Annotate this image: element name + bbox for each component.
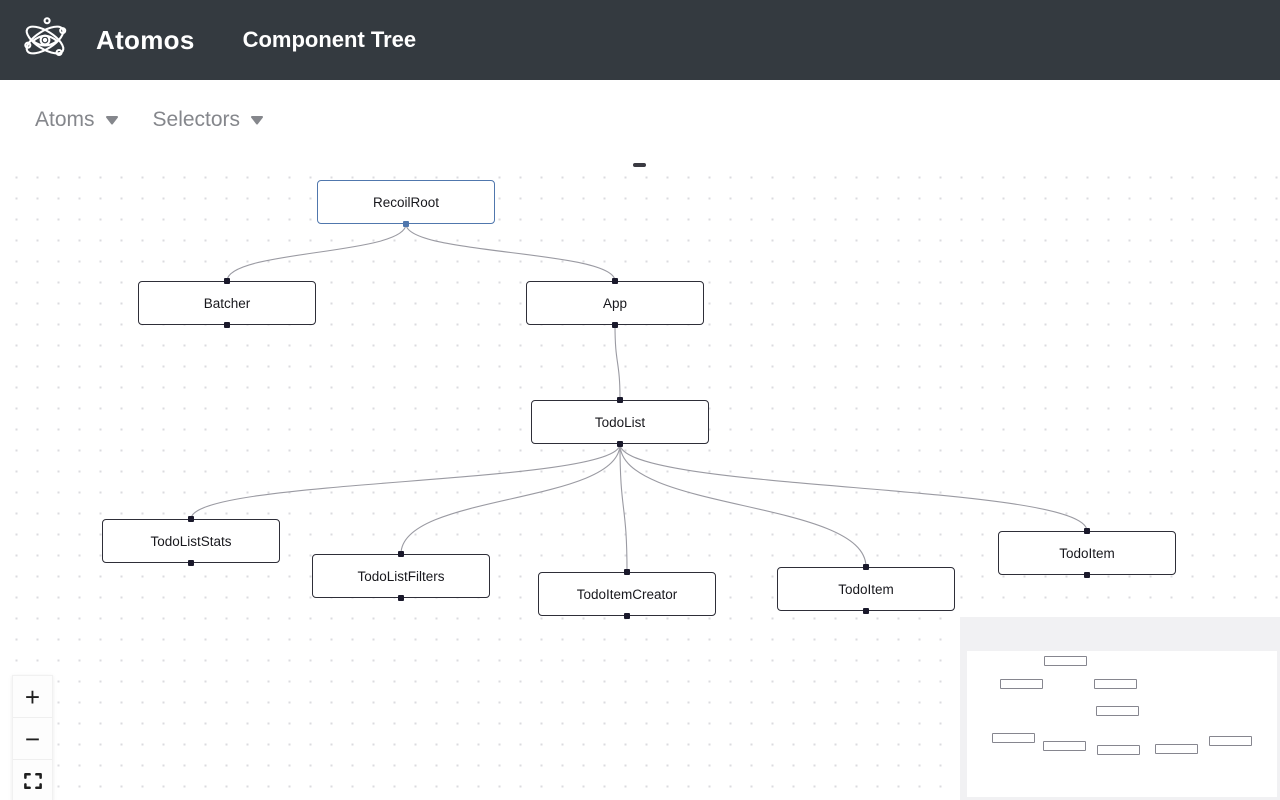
- app-header: Atomos Component Tree: [0, 0, 1280, 80]
- node-handle-top[interactable]: [1084, 528, 1090, 534]
- atom-logo-icon: [24, 17, 67, 57]
- node-handle-bottom[interactable]: [403, 221, 409, 227]
- minimap-viewport: [967, 651, 1277, 797]
- fit-view-icon: [23, 772, 42, 790]
- minimap-node-batcher: [1000, 679, 1043, 689]
- flow-edge-todolist-todoitem-1: [619, 443, 867, 568]
- minimap-node-todolistfilters: [1043, 741, 1086, 751]
- zoom-out-button[interactable]: −: [13, 718, 52, 760]
- minimap[interactable]: [960, 617, 1280, 800]
- app-title: Atomos: [96, 24, 195, 55]
- atoms-dropdown[interactable]: Atoms: [35, 108, 119, 132]
- page-title: Component Tree: [242, 27, 417, 52]
- minimap-node-todoliststats: [992, 733, 1035, 743]
- flow-node-todoitemcreator[interactable]: TodoItemCreator: [538, 569, 716, 619]
- atoms-dropdown-label: Atoms: [35, 108, 95, 131]
- flow-node-label: TodoItemCreator: [576, 586, 678, 602]
- zoom-in-button[interactable]: +: [13, 676, 52, 718]
- flow-node-todoitem-2[interactable]: TodoItem: [998, 528, 1176, 578]
- minimap-node-todoitemcreator: [1097, 745, 1140, 755]
- flow-edge-todolist-todoitem-2: [619, 443, 1088, 532]
- flow-edges-layer: [190, 223, 1088, 573]
- node-handle-bottom[interactable]: [398, 595, 404, 601]
- flow-edge-recoilroot-app: [405, 223, 616, 282]
- zoom-controls: + −: [12, 675, 53, 800]
- chevron-down-icon: [250, 115, 264, 125]
- node-handle-top[interactable]: [224, 278, 230, 284]
- flow-edge-todolist-todoliststats: [190, 443, 621, 520]
- flow-node-todoliststats[interactable]: TodoListStats: [102, 516, 280, 566]
- chevron-down-icon: [105, 115, 119, 125]
- flow-node-label: TodoItem: [1059, 545, 1115, 561]
- flow-edge-todolist-todolistfilters: [400, 443, 621, 555]
- flow-edge-todolist-todoitemcreator: [619, 443, 628, 573]
- fit-view-button[interactable]: [13, 760, 52, 800]
- node-handle-bottom[interactable]: [188, 560, 194, 566]
- minimap-node-recoilroot: [1044, 656, 1087, 666]
- flow-node-label: TodoItem: [838, 581, 894, 597]
- flow-node-recoilroot[interactable]: RecoilRoot: [317, 180, 495, 227]
- flow-node-label: TodoListStats: [150, 533, 232, 549]
- node-handle-top[interactable]: [398, 551, 404, 557]
- node-handle-bottom[interactable]: [863, 608, 869, 614]
- flow-node-label: TodoListFilters: [357, 568, 445, 584]
- node-handle-bottom[interactable]: [617, 441, 623, 447]
- flow-node-label: App: [602, 295, 628, 311]
- flow-node-todolist[interactable]: TodoList: [531, 397, 709, 447]
- node-handle-bottom[interactable]: [624, 613, 630, 619]
- node-handle-top[interactable]: [188, 516, 194, 522]
- node-handle-bottom[interactable]: [224, 322, 230, 328]
- offscreen-node-handle: [633, 163, 646, 167]
- flow-node-todolistfilters[interactable]: TodoListFilters: [312, 551, 490, 601]
- toolbar: Atoms Selectors: [0, 80, 1280, 160]
- minimap-node-todolist: [1096, 706, 1139, 716]
- flow-node-batcher[interactable]: Batcher: [138, 278, 316, 328]
- node-handle-top[interactable]: [863, 564, 869, 570]
- selectors-dropdown[interactable]: Selectors: [153, 108, 265, 132]
- node-handle-top[interactable]: [624, 569, 630, 575]
- flow-edge-app-todolist: [614, 324, 621, 401]
- selectors-dropdown-label: Selectors: [152, 108, 241, 131]
- flow-node-label: RecoilRoot: [372, 194, 440, 210]
- node-handle-top[interactable]: [612, 278, 618, 284]
- minimap-node-app: [1094, 679, 1137, 689]
- minimap-node-todoitem-2: [1209, 736, 1252, 746]
- flow-node-todoitem-1[interactable]: TodoItem: [777, 564, 955, 614]
- minimap-node-todoitem-1: [1155, 744, 1198, 754]
- node-handle-bottom[interactable]: [1084, 572, 1090, 578]
- flow-node-label: Batcher: [203, 295, 251, 311]
- node-handle-top[interactable]: [617, 397, 623, 403]
- flow-node-app[interactable]: App: [526, 278, 704, 328]
- flow-node-label: TodoList: [594, 414, 646, 430]
- flow-edge-recoilroot-batcher: [226, 223, 407, 282]
- node-handle-bottom[interactable]: [612, 322, 618, 328]
